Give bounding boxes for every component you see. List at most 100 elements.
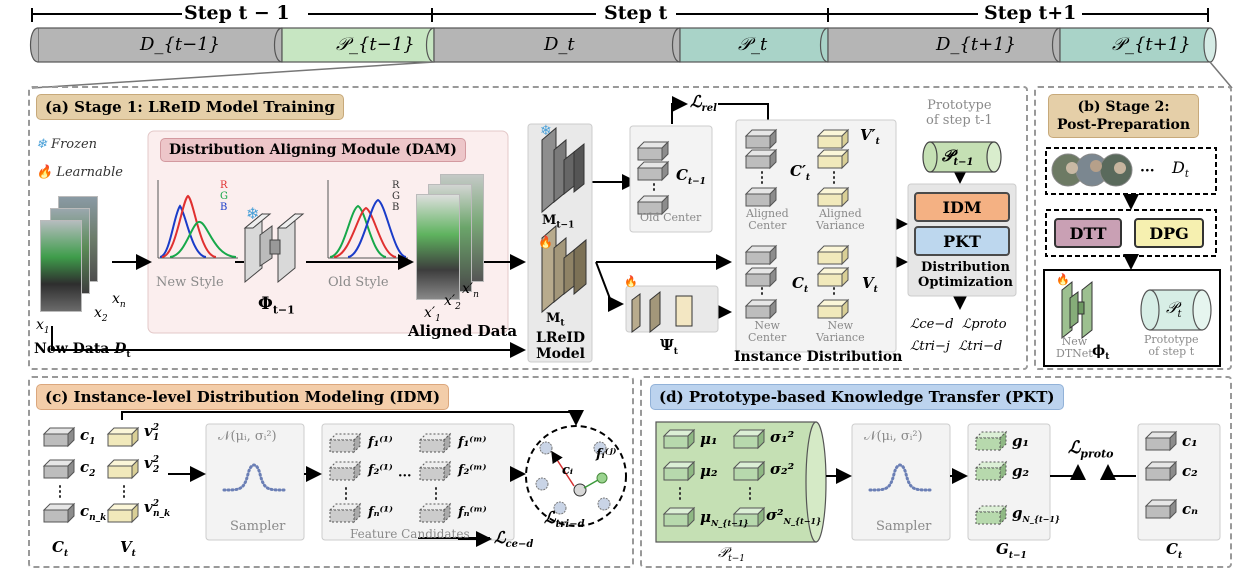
idm-c1: c1 bbox=[80, 426, 96, 447]
rgb-legend-new: R G B bbox=[220, 180, 228, 213]
f2-m: f₂⁽ᵐ⁾ bbox=[458, 463, 487, 478]
instance-distribution-label: Instance Distribution bbox=[734, 349, 903, 365]
pkt-c2: c₂ bbox=[1182, 462, 1198, 480]
psi-label: Ψt bbox=[660, 336, 678, 357]
m-new-learnable-icon: 🔥 bbox=[538, 235, 553, 249]
pkt-title: (d) Prototype-based Knowledge Transfer (… bbox=[650, 384, 1064, 410]
fn-m: fₙ⁽ᵐ⁾ bbox=[458, 505, 487, 520]
phi-frozen-icon: ❄ bbox=[246, 204, 260, 223]
p-t-symbol: 𝒫t bbox=[1166, 298, 1182, 321]
idm-sampler-label: Sampler bbox=[230, 519, 286, 534]
g-n: gN_{t−1} bbox=[1012, 504, 1061, 524]
segment-d-cur: D_t bbox=[544, 34, 575, 55]
stage2-ellipsis: ··· bbox=[1140, 163, 1155, 179]
sigma-2: σ₂² bbox=[770, 460, 795, 478]
legend-frozen: ❄ Frozen bbox=[36, 137, 98, 152]
new-style-label: New Style bbox=[156, 275, 224, 290]
panel-stage1 bbox=[28, 86, 1028, 370]
loss-ce-d: ℒce−d bbox=[910, 317, 954, 332]
prototype-cylinder-a bbox=[922, 141, 1002, 173]
idm-v2: v22 bbox=[144, 454, 160, 475]
input-image-1 bbox=[40, 220, 82, 312]
c-old-label: Ct−1 bbox=[676, 166, 706, 187]
l-rel-label: ℒrel bbox=[690, 92, 717, 115]
aligned-center-label: Aligned Center bbox=[746, 207, 789, 232]
old-style-label: Old Style bbox=[328, 275, 389, 290]
step-label-prev: Step t − 1 bbox=[184, 2, 290, 24]
c-new-label: Ct bbox=[792, 274, 809, 295]
new-style-curves bbox=[157, 180, 238, 259]
mu-2: μ₂ bbox=[700, 462, 718, 480]
legend-r-old: R bbox=[392, 180, 400, 191]
pkt-c1: c₁ bbox=[1182, 432, 1198, 450]
idm-vt-label: Vt bbox=[120, 538, 136, 559]
m-new-network bbox=[541, 224, 587, 314]
v-prime-label: V′t bbox=[860, 126, 880, 147]
legend-g: G bbox=[220, 191, 228, 202]
phi-network bbox=[243, 212, 305, 284]
idm-c2: c2 bbox=[80, 458, 96, 479]
legend-b: B bbox=[220, 202, 228, 213]
idm-ct-label: Ct bbox=[52, 538, 69, 559]
f-ellipsis: ··· bbox=[398, 469, 412, 484]
new-center-label: New Center bbox=[748, 319, 787, 344]
f1-1: f₁⁽¹⁾ bbox=[368, 435, 393, 450]
panel-pkt bbox=[640, 376, 1232, 568]
mu-n: μN_{t−1} bbox=[700, 508, 749, 528]
pkt-normal-label: 𝒩(μᵢ, σᵢ²) bbox=[864, 429, 923, 444]
fij-label: fᵢ⁽ʲ⁾ bbox=[596, 447, 617, 462]
l-ce-d-label: ℒce−d bbox=[494, 528, 534, 551]
legend-g-old: G bbox=[392, 191, 400, 202]
ci-label: cᵢ bbox=[562, 463, 574, 478]
g-label: Gt−1 bbox=[996, 540, 1027, 561]
idm-vnk: v2n_k bbox=[144, 498, 171, 519]
segment-p-next: 𝒫_{t+1} bbox=[1112, 34, 1191, 55]
l-tri-d-label: ℒtri−d bbox=[544, 508, 585, 531]
psi-learnable-icon: 🔥 bbox=[624, 275, 638, 288]
dtt-block: DTT bbox=[1054, 218, 1122, 248]
legend-r: R bbox=[220, 180, 228, 191]
stage1-title: (a) Stage 1: LReID Model Training bbox=[36, 94, 344, 120]
dtnet-learnable-icon: 🔥 bbox=[1056, 273, 1070, 286]
zoom-lines bbox=[31, 61, 1233, 89]
xn-label: xn bbox=[112, 291, 126, 310]
stage2-title: (b) Stage 2: Post-Preparation bbox=[1048, 94, 1200, 138]
step-label-current: Step t bbox=[604, 2, 668, 24]
m-old-label: Mt−1 bbox=[542, 213, 575, 231]
segment-d-prev: D_{t−1} bbox=[140, 34, 221, 55]
idm-cnk: cn_k bbox=[80, 502, 107, 523]
timeline-bar bbox=[29, 27, 1217, 63]
aligned-variance-label: Aligned Variance bbox=[816, 207, 865, 232]
x2-label: x2 bbox=[94, 305, 108, 324]
xn-prime-label: x′n bbox=[462, 281, 479, 300]
segment-p-prev: 𝒫_{t−1} bbox=[336, 34, 415, 55]
stage2-boxes bbox=[1043, 147, 1221, 367]
prototype-prev-label: Prototype of step t-1 bbox=[926, 98, 993, 128]
f1-m: f₁⁽ᵐ⁾ bbox=[458, 435, 487, 450]
lreid-model-label: LReID Model bbox=[536, 330, 586, 362]
loss-proto: ℒproto bbox=[961, 317, 1007, 332]
pkt-ct-label: Ct bbox=[1166, 540, 1183, 561]
dam-title: Distribution Aligning Module (DAM) bbox=[160, 138, 466, 162]
idm-normal-label: 𝒩(μᵢ, σᵢ²) bbox=[218, 429, 277, 444]
x1-label: x1 bbox=[36, 317, 50, 336]
new-variance-label: New Variance bbox=[816, 319, 865, 344]
triplet-circle bbox=[525, 425, 627, 527]
idm-arrows bbox=[121, 410, 584, 547]
psi-network bbox=[631, 290, 693, 334]
segment-p-cur: 𝒫_t bbox=[738, 34, 768, 55]
panel-idm bbox=[28, 376, 634, 568]
pkt-cn: cₙ bbox=[1182, 500, 1199, 518]
x1-prime-label: x′1 bbox=[424, 305, 441, 324]
sigma-1: σ₁² bbox=[770, 428, 795, 446]
mu-1: μ₁ bbox=[700, 430, 718, 448]
aligned-image-1 bbox=[416, 194, 460, 300]
legend-b-old: B bbox=[392, 202, 400, 213]
dtnet-network bbox=[1061, 280, 1093, 340]
pkt-p-label: 𝒫t−1 bbox=[718, 545, 745, 564]
phi-label: Φt−1 bbox=[258, 294, 295, 317]
idm-v1: v21 bbox=[144, 422, 160, 443]
x2-prime-label: x′2 bbox=[444, 293, 461, 312]
